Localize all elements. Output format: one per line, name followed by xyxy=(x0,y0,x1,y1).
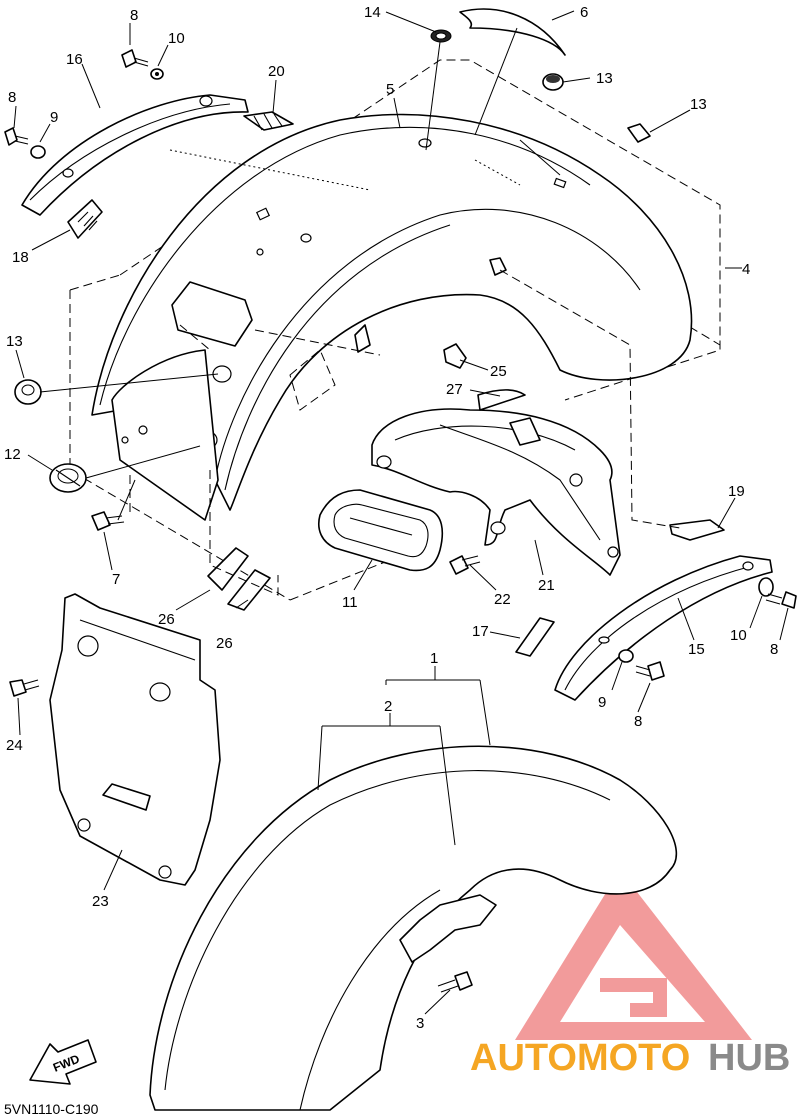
callout-16: 16 xyxy=(66,51,83,68)
callout-11: 11 xyxy=(342,594,358,611)
callout-9: 9 xyxy=(50,109,58,126)
callout-25: 25 xyxy=(490,363,507,380)
fender-top-trim xyxy=(459,8,566,56)
callout-1: 1 xyxy=(430,650,438,667)
callout-13: 13 xyxy=(6,333,23,350)
callout-8: 8 xyxy=(634,713,642,730)
washer-10-right xyxy=(758,577,774,597)
washer-10-left xyxy=(150,68,164,80)
callout-13: 13 xyxy=(596,70,613,87)
pad-17 xyxy=(515,617,555,657)
bolt-8-right-top xyxy=(765,591,797,609)
callout-8: 8 xyxy=(8,89,16,106)
callout-20: 20 xyxy=(268,63,285,80)
washer-9-left xyxy=(30,145,46,159)
callout-3: 3 xyxy=(416,1015,424,1032)
callout-22: 22 xyxy=(494,591,511,608)
clip-25 xyxy=(443,343,467,369)
fender-hole xyxy=(418,138,432,148)
bolt-7 xyxy=(91,511,125,531)
callout-10: 10 xyxy=(168,30,185,47)
callout-7: 7 xyxy=(112,571,120,588)
pad-19 xyxy=(669,519,725,541)
plates-26 xyxy=(207,547,271,611)
watermark-logo xyxy=(515,870,752,1040)
side-rail-left xyxy=(21,94,249,216)
bolt-8-left xyxy=(4,127,29,146)
bolt-24 xyxy=(9,679,40,697)
callout-26: 26 xyxy=(158,611,175,628)
grommet-13-right xyxy=(627,123,651,143)
callout-27: 27 xyxy=(446,381,463,398)
callout-19: 19 xyxy=(728,483,745,500)
fwd-arrow: FWD xyxy=(29,1039,97,1085)
callout-5: 5 xyxy=(386,81,394,98)
callout-10: 10 xyxy=(730,627,747,644)
grommet-13-left xyxy=(14,379,42,405)
washer-9-right xyxy=(618,649,634,663)
rear-fender xyxy=(91,113,693,521)
watermark-text-automoto: AUTOMOTO xyxy=(470,1037,690,1079)
callout-23: 23 xyxy=(92,893,109,910)
callout-12: 12 xyxy=(4,446,21,463)
grommet-13-top xyxy=(542,73,564,91)
callout-numbers: 14 6 8 10 16 20 8 9 5 13 13 18 4 13 25 2… xyxy=(4,4,778,1032)
diagram-code: 5VN1110-C190 xyxy=(4,1101,99,1117)
callout-4: 4 xyxy=(742,261,750,278)
bolt-8-left-top xyxy=(121,49,149,68)
callout-18: 18 xyxy=(12,249,29,266)
pad-18 xyxy=(67,199,103,239)
callout-6: 6 xyxy=(580,4,588,21)
callout-24: 24 xyxy=(6,737,23,754)
pad-20 xyxy=(243,111,294,131)
callout-9: 9 xyxy=(598,694,606,711)
callout-14: 14 xyxy=(364,4,381,21)
bolt-22 xyxy=(449,555,481,575)
bolt-8-right xyxy=(635,661,665,681)
rear-flap-21 xyxy=(371,408,621,576)
callout-8: 8 xyxy=(770,641,778,658)
callout-26: 26 xyxy=(216,635,233,652)
reflector-11 xyxy=(318,489,444,572)
callout-21: 21 xyxy=(538,577,555,594)
watermark-text-hub: HUB xyxy=(708,1037,790,1079)
side-cover-23 xyxy=(49,593,221,886)
front-fender xyxy=(149,745,678,1111)
callout-13: 13 xyxy=(690,96,707,113)
bolt-3 xyxy=(437,971,473,993)
watermark-text: AUTOMOTO HUB xyxy=(470,1037,790,1079)
flap-27 xyxy=(477,388,526,411)
callout-15: 15 xyxy=(688,641,705,658)
callout-8: 8 xyxy=(130,7,138,24)
grommet-12 xyxy=(49,463,87,493)
callout-2: 2 xyxy=(384,698,392,715)
leader-lines xyxy=(13,10,789,1015)
callout-17: 17 xyxy=(472,623,489,640)
